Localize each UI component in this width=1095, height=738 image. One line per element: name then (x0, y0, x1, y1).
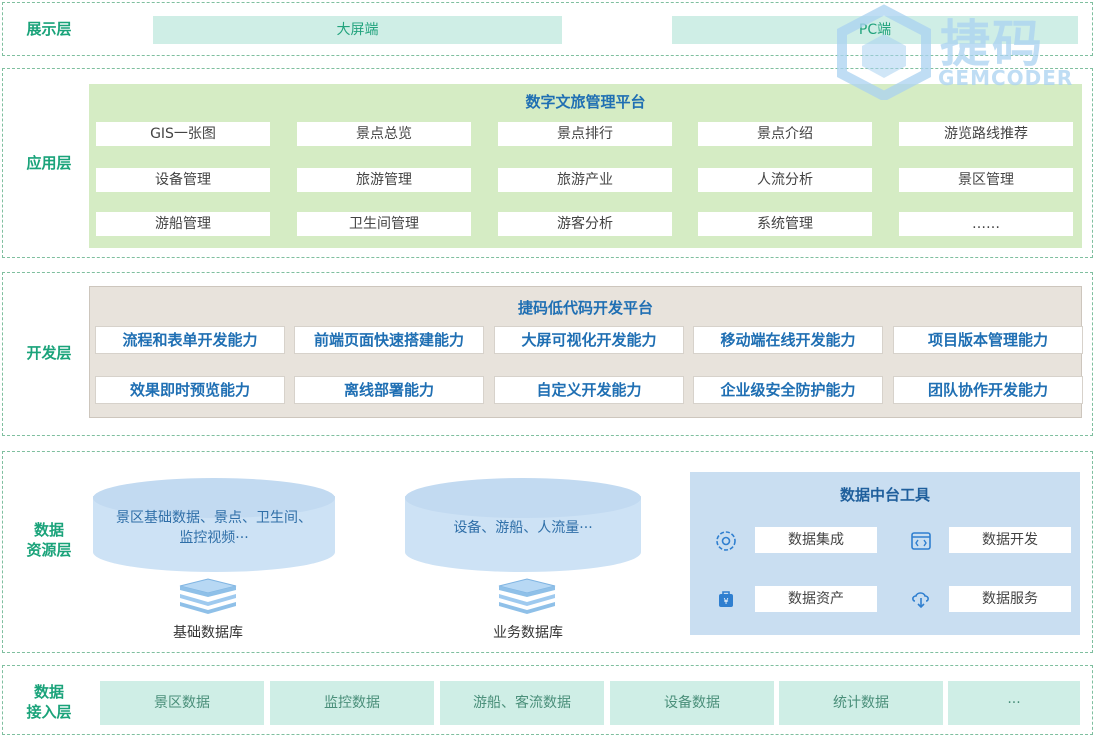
development-layer-label: 开发层 (26, 344, 72, 362)
asset-bag-icon: ¥ (719, 591, 733, 607)
basic-database-cylinder: 景区基础数据、景点、卫生间、 监控视频··· (93, 478, 335, 572)
application-item: 游船管理 (96, 212, 270, 236)
application-item: 卫生间管理 (297, 212, 471, 236)
application-item: 景点介绍 (698, 122, 872, 146)
development-capability-item: 离线部署能力 (294, 376, 484, 404)
development-capability-item: 移动端在线开发能力 (693, 326, 883, 354)
application-item: 游客分析 (498, 212, 672, 236)
development-layer: 开发层 (2, 272, 1093, 436)
development-capability-item: 流程和表单开发能力 (95, 326, 285, 354)
service-cloud-icon (912, 592, 929, 609)
application-item: 人流分析 (698, 168, 872, 192)
layered-database-icon (498, 578, 556, 614)
data-access-layer: 数据 接入层 (2, 665, 1093, 735)
data-development-item: 数据开发 (949, 527, 1071, 553)
data-resource-layer: 数据 资源层 (2, 451, 1093, 653)
application-item: 系统管理 (698, 212, 872, 236)
business-database-name: 业务数据库 (493, 625, 563, 641)
development-capability-item: 自定义开发能力 (494, 376, 684, 404)
data-service-item: 数据服务 (949, 586, 1071, 612)
display-layer-label: 展示层 (26, 20, 72, 38)
data-tools-title: 数据中台工具 (839, 486, 930, 504)
application-item: …… (899, 212, 1073, 236)
data-access-layer-label: 数据 接入层 (3, 682, 95, 722)
data-resource-label-line2: 资源层 (26, 541, 72, 559)
data-access-item: 监控数据 (270, 681, 434, 725)
data-access-item: 景区数据 (100, 681, 264, 725)
data-access-item: 游船、客流数据 (440, 681, 604, 725)
application-item: 设备管理 (96, 168, 270, 192)
development-capability-item: 大屏可视化开发能力 (494, 326, 684, 354)
basic-database-content-line2: 监控视频··· (179, 530, 249, 546)
display-layer: 展示层 (2, 2, 1093, 56)
data-access-label-line2: 接入层 (26, 703, 72, 721)
data-access-item: ··· (948, 681, 1080, 725)
application-item: 旅游产业 (498, 168, 672, 192)
code-window-icon (911, 532, 931, 550)
data-resource-layer-label: 数据 资源层 (3, 520, 95, 560)
data-access-item: 统计数据 (779, 681, 943, 725)
layered-database-icon (179, 578, 237, 614)
application-item: 景点排行 (498, 122, 672, 146)
development-capability-item: 前端页面快速搭建能力 (294, 326, 484, 354)
data-integration-item: 数据集成 (755, 527, 877, 553)
data-resource-label-line1: 数据 (33, 521, 64, 539)
business-database-cylinder: 设备、游船、人流量··· (405, 478, 641, 572)
display-item-large-screen: 大屏端 (153, 16, 562, 44)
svg-text:¥: ¥ (723, 597, 728, 606)
application-item: 景区管理 (899, 168, 1073, 192)
application-item: 景点总览 (297, 122, 471, 146)
data-integration-icon (716, 531, 736, 551)
application-platform-title: 数字文旅管理平台 (525, 93, 646, 111)
application-item: GIS一张图 (96, 122, 270, 146)
application-layer-label: 应用层 (26, 154, 72, 172)
application-item: 游览路线推荐 (899, 122, 1073, 146)
development-capability-item: 项目版本管理能力 (893, 326, 1083, 354)
application-item: 旅游管理 (297, 168, 471, 192)
basic-database-name: 基础数据库 (173, 625, 243, 641)
data-asset-item: 数据资产 (755, 586, 877, 612)
business-database-content: 设备、游船、人流量··· (453, 520, 593, 536)
development-capability-item: 效果即时预览能力 (95, 376, 285, 404)
display-item-pc: PC端 (672, 16, 1078, 44)
development-capability-item: 企业级安全防护能力 (693, 376, 883, 404)
data-access-label-line1: 数据 (33, 683, 64, 701)
data-access-item: 设备数据 (610, 681, 774, 725)
development-capability-item: 团队协作开发能力 (893, 376, 1083, 404)
development-platform-title: 捷码低代码开发平台 (517, 299, 653, 317)
basic-database-content-line1: 景区基础数据、景点、卫生间、 (116, 510, 312, 526)
application-layer: 应用层 (2, 68, 1093, 258)
